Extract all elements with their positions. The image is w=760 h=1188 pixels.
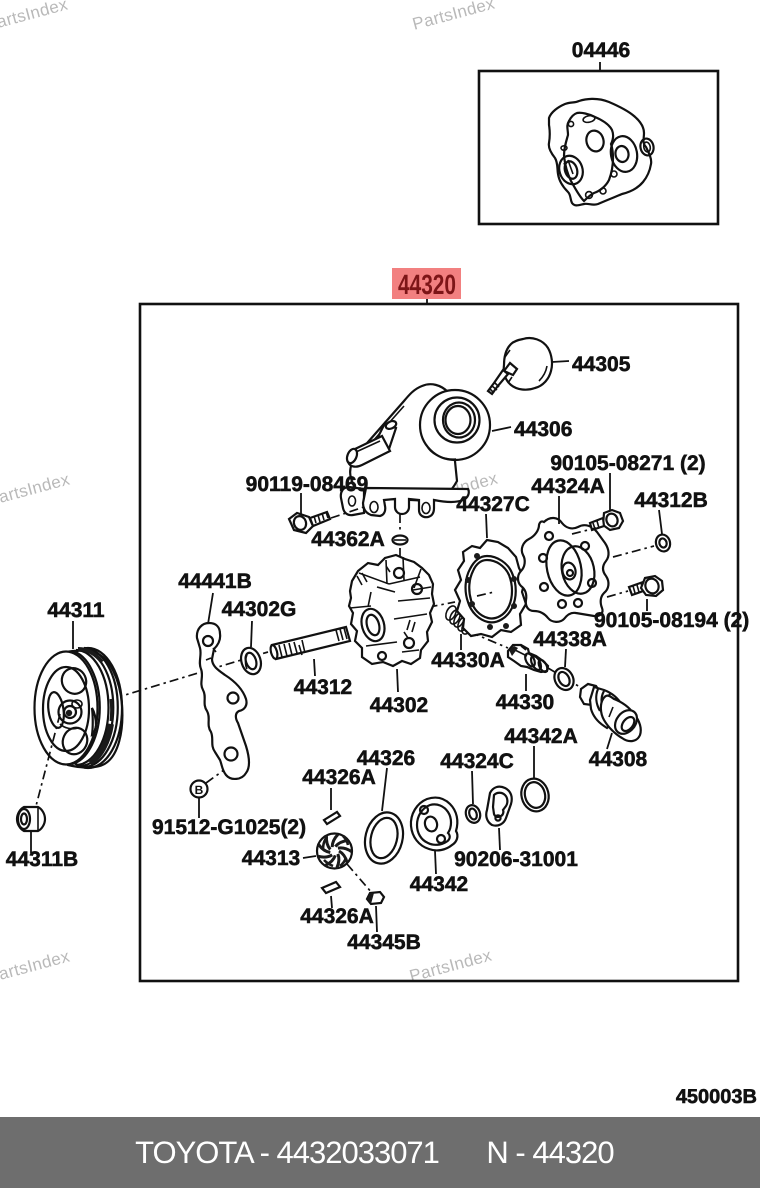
svg-text:44302: 44302: [370, 694, 428, 717]
svg-text:44324A: 44324A: [531, 475, 605, 498]
svg-text:90105-08194 (2): 90105-08194 (2): [594, 609, 749, 632]
svg-text:44330: 44330: [496, 691, 554, 714]
svg-text:44330A: 44330A: [431, 649, 505, 672]
svg-text:44345B: 44345B: [347, 931, 421, 954]
svg-text:44342: 44342: [410, 873, 468, 896]
svg-text:44313: 44313: [242, 847, 300, 870]
svg-text:44311: 44311: [47, 599, 105, 622]
svg-text:44312: 44312: [294, 676, 352, 699]
svg-text:PartsIndex: PartsIndex: [0, 470, 72, 510]
svg-text:44326: 44326: [357, 747, 415, 770]
svg-text:B: B: [195, 783, 204, 797]
svg-text:04446: 04446: [572, 39, 630, 62]
svg-text:44327C: 44327C: [456, 493, 530, 516]
svg-text:44324C: 44324C: [440, 750, 514, 773]
svg-text:44308: 44308: [589, 748, 648, 771]
svg-text:TOYOTA - 4432033071: TOYOTA - 4432033071: [135, 1135, 439, 1170]
svg-text:44338A: 44338A: [533, 628, 607, 651]
svg-text:90119-08469: 90119-08469: [246, 473, 369, 496]
svg-text:44306: 44306: [514, 418, 572, 441]
svg-text:44311B: 44311B: [6, 848, 78, 871]
svg-text:90206-31001: 90206-31001: [454, 848, 578, 871]
svg-text:44441B: 44441B: [178, 570, 252, 593]
svg-text:450003B: 450003B: [676, 1086, 757, 1108]
svg-text:44342A: 44342A: [504, 725, 578, 748]
svg-text:44302G: 44302G: [222, 598, 297, 621]
svg-text:PartsIndex: PartsIndex: [0, 947, 72, 987]
svg-text:PartsIndex: PartsIndex: [410, 0, 497, 34]
svg-text:44326A: 44326A: [300, 905, 374, 928]
svg-text:44305: 44305: [572, 353, 631, 376]
svg-text:44326A: 44326A: [302, 766, 376, 789]
svg-text:44362A: 44362A: [311, 528, 385, 551]
svg-text:44312B: 44312B: [634, 489, 708, 512]
svg-text:90105-08271 (2): 90105-08271 (2): [550, 452, 705, 475]
svg-text:PartsIndex: PartsIndex: [0, 0, 70, 35]
svg-text:91512-G1025(2): 91512-G1025(2): [152, 816, 306, 839]
svg-text:44320: 44320: [398, 269, 456, 300]
svg-text:N - 44320: N - 44320: [486, 1135, 614, 1170]
